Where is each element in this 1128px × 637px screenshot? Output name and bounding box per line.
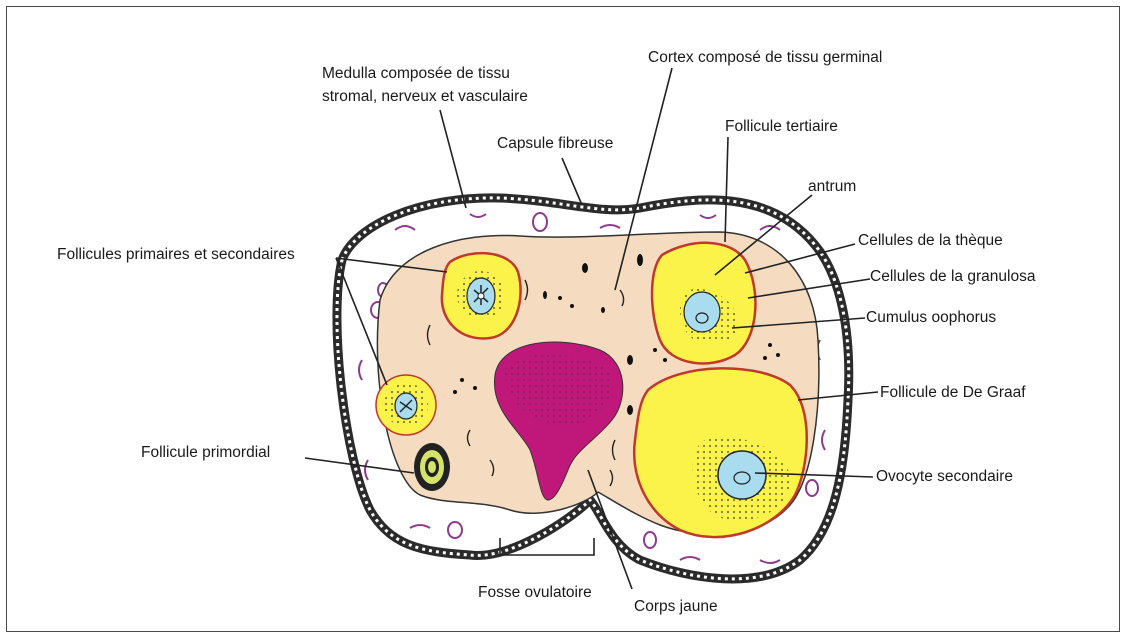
follicule-de-graaf xyxy=(634,368,807,537)
follicule-tertiaire xyxy=(652,243,755,364)
follicule-primordial xyxy=(414,443,450,491)
label-medulla-line1: Medulla composée de tissu xyxy=(322,65,510,82)
label-ovocyte: Ovocyte secondaire xyxy=(876,468,1013,485)
follicule-secondaire-left xyxy=(376,375,436,435)
label-cortex: Cortex composé de tissu germinal xyxy=(648,49,882,66)
label-medulla-line2: stromal, nerveux et vasculaire xyxy=(322,88,528,105)
label-granulosa: Cellules de la granulosa xyxy=(870,268,1036,285)
label-capsule: Capsule fibreuse xyxy=(497,135,613,152)
label-antrum: antrum xyxy=(808,178,856,195)
label-theque: Cellules de la thèque xyxy=(858,232,1003,249)
label-primordial: Follicule primordial xyxy=(141,444,270,461)
label-primaires-secondaires: Follicules primaires et secondaires xyxy=(57,246,295,263)
label-de-graaf: Follicule de De Graaf xyxy=(880,384,1026,401)
label-corps-jaune: Corps jaune xyxy=(634,598,718,615)
label-cumulus: Cumulus oophorus xyxy=(866,309,996,326)
follicule-primaire-top xyxy=(442,253,521,338)
label-fosse: Fosse ovulatoire xyxy=(478,584,592,601)
label-follicule-tertiaire: Follicule tertiaire xyxy=(725,118,838,135)
